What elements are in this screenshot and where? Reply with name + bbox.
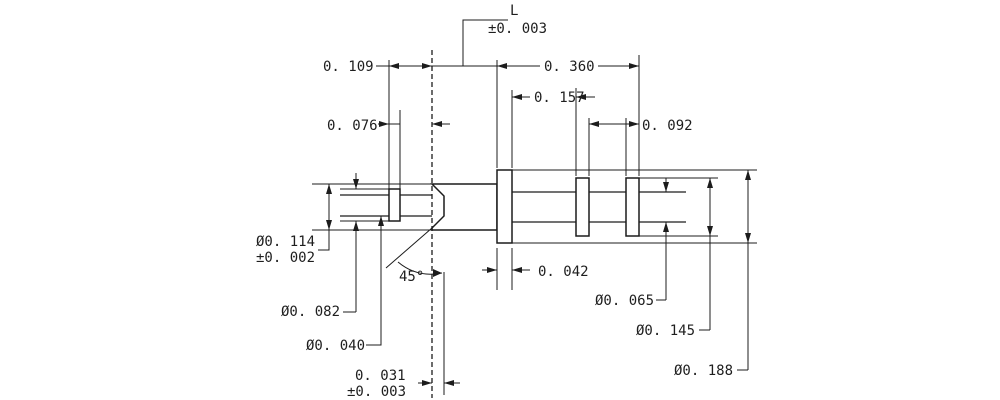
- part-outline: [340, 169, 686, 244]
- dia-0114: Ø0. 114: [256, 234, 315, 250]
- dia-0065: Ø0. 065: [595, 293, 654, 309]
- dimension-labels: L ±0. 003 0. 109 0. 360 0. 157 0. 076 0.…: [256, 3, 733, 400]
- length-tolerance: ±0. 003: [488, 21, 547, 37]
- dia-0188: Ø0. 188: [674, 363, 733, 379]
- tol-0031: ±0. 003: [347, 384, 406, 400]
- dim-0109: 0. 109: [323, 59, 374, 75]
- dim-0092: 0. 092: [642, 118, 693, 134]
- dia-0040: Ø0. 040: [306, 338, 365, 354]
- dim-0042: 0. 042: [538, 264, 589, 280]
- collar: [496, 169, 513, 244]
- dim-0360: 0. 360: [544, 59, 595, 75]
- groove-flange-1: [575, 177, 590, 237]
- groove-flange-2: [625, 177, 640, 237]
- angle-45: 45°: [399, 269, 424, 285]
- dim-0076: 0. 076: [327, 118, 378, 134]
- dim-0157: 0. 157: [534, 90, 585, 106]
- dimension-lines: [318, 19, 751, 386]
- dia-0082: Ø0. 082: [281, 304, 340, 320]
- tol-0114: ±0. 002: [256, 250, 315, 266]
- dim-0031: 0. 031: [355, 368, 406, 384]
- main-body: [430, 183, 498, 231]
- extension-lines: [312, 50, 757, 398]
- length-label: L: [510, 3, 518, 19]
- dia-0145: Ø0. 145: [636, 323, 695, 339]
- left-flange: [388, 188, 401, 222]
